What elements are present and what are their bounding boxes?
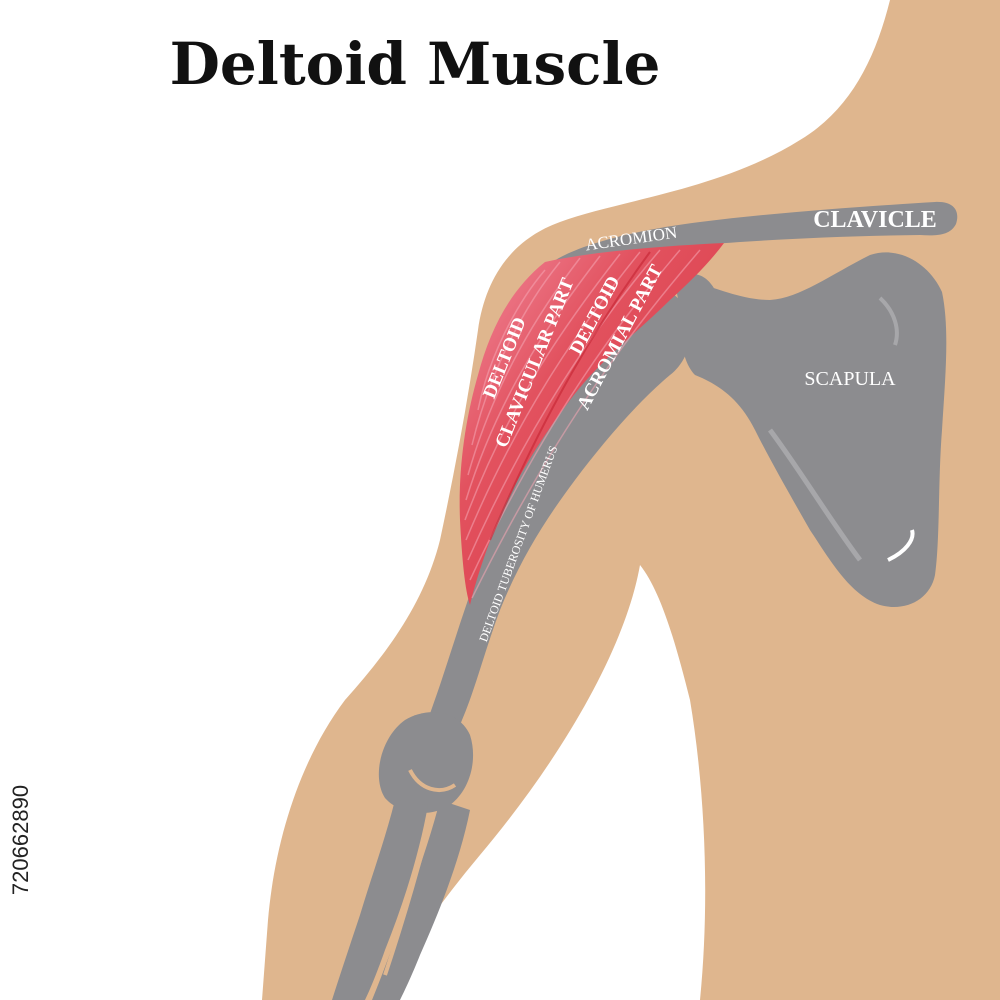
acromion-process [675,274,717,345]
clavicle-bone [540,201,958,278]
clavicle-label: CLAVICLE [813,207,937,233]
scapula-label: SCAPULA [804,368,896,390]
page-title: Deltoid Muscle [170,30,661,98]
scapula-ridge [767,428,863,562]
scapula-bone [680,252,947,607]
radius-bone [332,800,428,1000]
armpit-gap [385,565,706,1000]
scapula-angle [887,529,915,562]
elbow-highlight [408,769,457,792]
muscle-division [489,251,651,541]
humerus-bone [405,261,691,790]
ulna-bone [372,800,470,1000]
deltoid-muscle [459,243,724,605]
forearm-gap [383,829,430,976]
stock-id-label: 720662890 [8,785,33,895]
scapula-fossa [878,296,899,346]
